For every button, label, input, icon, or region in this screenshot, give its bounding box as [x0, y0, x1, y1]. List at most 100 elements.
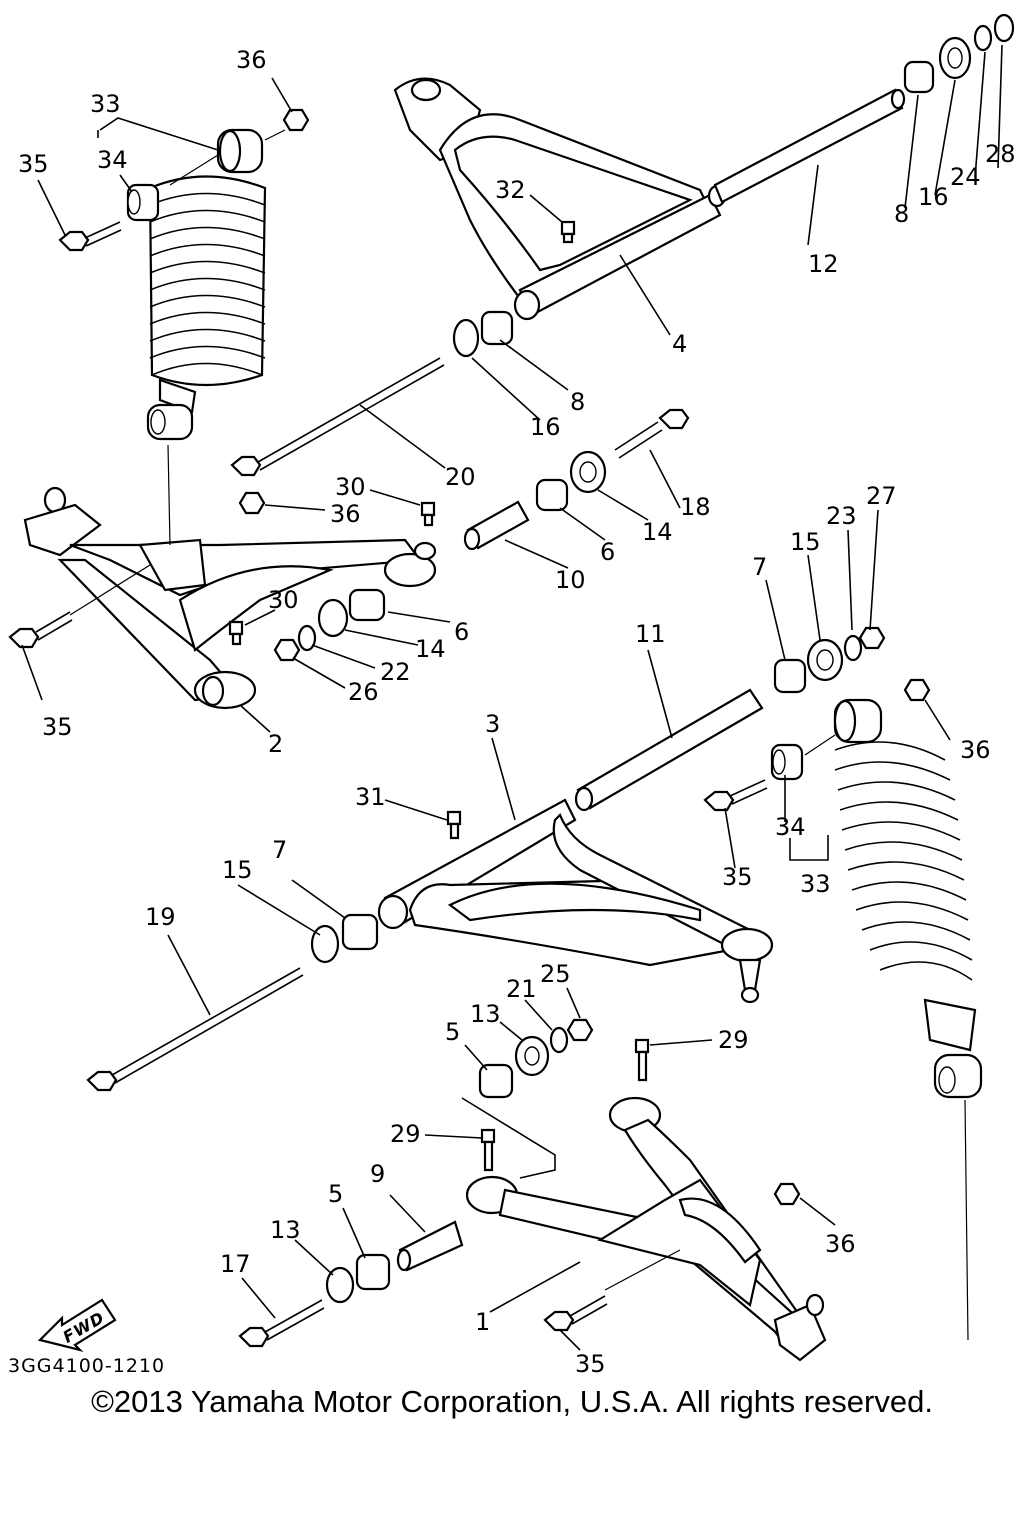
callout-35: 35: [722, 863, 753, 891]
long-bolt-19: [86, 967, 304, 1092]
bushing-5-lower: [355, 1253, 391, 1291]
upper-arm-2: [23, 486, 437, 710]
collar-10: [463, 500, 530, 551]
callout-16: 16: [530, 413, 561, 441]
callout-7: 7: [272, 836, 287, 864]
grease-nipple-32: [560, 220, 576, 244]
callout-13: 13: [270, 1216, 301, 1244]
seal-14-lower: [317, 598, 349, 638]
callout-3: 3: [485, 710, 500, 738]
nut-26: [273, 638, 301, 662]
grease-nipple-30-upper: [420, 501, 436, 527]
callout-15: 15: [222, 856, 253, 884]
callout-26: 26: [348, 678, 379, 706]
callout-19: 19: [145, 903, 176, 931]
grease-nipple-29-upper: [634, 1038, 650, 1082]
bolt-35-upper: [58, 221, 122, 252]
bushing-6-upper: [535, 478, 569, 512]
washer-22: [297, 624, 317, 652]
callout-23: 23: [826, 502, 857, 530]
bolt-35-arm2: [8, 611, 73, 649]
seal-16-upper-left: [452, 318, 480, 358]
nut-27: [858, 626, 886, 650]
callout-24: 24: [950, 163, 981, 191]
callout-29: 29: [390, 1120, 421, 1148]
callout-36: 36: [330, 500, 361, 528]
collar-9: [396, 1220, 464, 1272]
callout-36: 36: [236, 46, 267, 74]
callout-25: 25: [540, 960, 571, 988]
callout-2: 2: [268, 730, 283, 758]
callout-11: 11: [635, 620, 666, 648]
callout-27: 27: [866, 482, 897, 510]
bolt-18: [614, 408, 690, 459]
callout-34: 34: [97, 146, 128, 174]
drawing-code: 3GG4100-1210: [8, 1355, 165, 1377]
callout-6: 6: [600, 538, 615, 566]
long-bolt-20: [230, 357, 445, 477]
shock-absorber-lower-right: [833, 698, 983, 1099]
callout-13: 13: [470, 1000, 501, 1028]
seal-13-lower: [325, 1266, 355, 1304]
callout-28: 28: [985, 140, 1016, 168]
nut-36-lower-shock: [903, 678, 931, 702]
callout-35: 35: [575, 1350, 606, 1378]
callout-5: 5: [445, 1018, 460, 1046]
callout-7: 7: [752, 553, 767, 581]
bolt-17: [238, 1299, 325, 1348]
bushing-8-upper-left: [480, 310, 514, 346]
upper-arm-4: [393, 77, 727, 321]
nut-36-upper: [282, 108, 310, 132]
callout-1: 1: [475, 1308, 490, 1336]
callout-21: 21: [506, 975, 537, 1003]
callout-20: 20: [445, 463, 476, 491]
washer-21: [549, 1026, 569, 1054]
callout-16: 16: [918, 183, 949, 211]
callout-9: 9: [370, 1160, 385, 1188]
callout-12: 12: [808, 250, 839, 278]
callout-30: 30: [268, 586, 299, 614]
callout-15: 15: [790, 528, 821, 556]
pivot-shaft-12: [713, 88, 906, 204]
suspension-exploded-diagram: FWD 36 33 34 35 32 12 28 24 16 8 4 8 16 …: [8, 13, 1016, 1378]
seal-14-upper: [569, 450, 607, 494]
fwd-arrow-icon: FWD: [37, 1298, 117, 1353]
callout-8: 8: [570, 388, 585, 416]
callout-33: 33: [800, 870, 831, 898]
seal-15-right: [806, 638, 844, 682]
callout-18: 18: [680, 493, 711, 521]
nut-36-arm2: [238, 491, 266, 515]
callout-31: 31: [355, 783, 386, 811]
nut-25: [566, 1018, 594, 1042]
callout-35: 35: [18, 150, 49, 178]
callout-33: 33: [90, 90, 121, 118]
pivot-shaft-11: [574, 688, 764, 812]
callout-5: 5: [328, 1180, 343, 1208]
callout-labels: 36 33 34 35 32 12 28 24 16 8 4 8 16 20 1…: [18, 46, 1016, 1378]
bushing-6-lower: [348, 588, 386, 622]
callout-8: 8: [894, 200, 909, 228]
shock-absorber-upper-left: [146, 128, 267, 441]
callout-10: 10: [555, 566, 586, 594]
bushing-7-left: [341, 913, 379, 951]
callout-6: 6: [454, 618, 469, 646]
callout-32: 32: [495, 176, 526, 204]
leader-lines: [21, 44, 1003, 1351]
grease-nipple-29-lower: [480, 1128, 496, 1172]
shock-bushing-34-lower: [770, 743, 804, 781]
bushing-7-right: [773, 658, 807, 694]
bushing-5-upper: [478, 1063, 514, 1099]
bolt-35-arm1: [543, 1295, 608, 1332]
alignment-lines: [69, 129, 969, 1341]
bushing-8-upper-right: [903, 60, 935, 94]
bolt-35-lower-shock: [703, 779, 768, 812]
washer-24: [973, 24, 993, 52]
seal-13-upper: [514, 1035, 550, 1077]
nut-28: [993, 13, 1015, 43]
callout-14: 14: [642, 518, 673, 546]
callout-17: 17: [220, 1250, 251, 1278]
callout-34: 34: [775, 813, 806, 841]
seal-16-upper-right: [938, 36, 972, 80]
callout-36: 36: [960, 736, 991, 764]
washer-23: [843, 634, 863, 662]
